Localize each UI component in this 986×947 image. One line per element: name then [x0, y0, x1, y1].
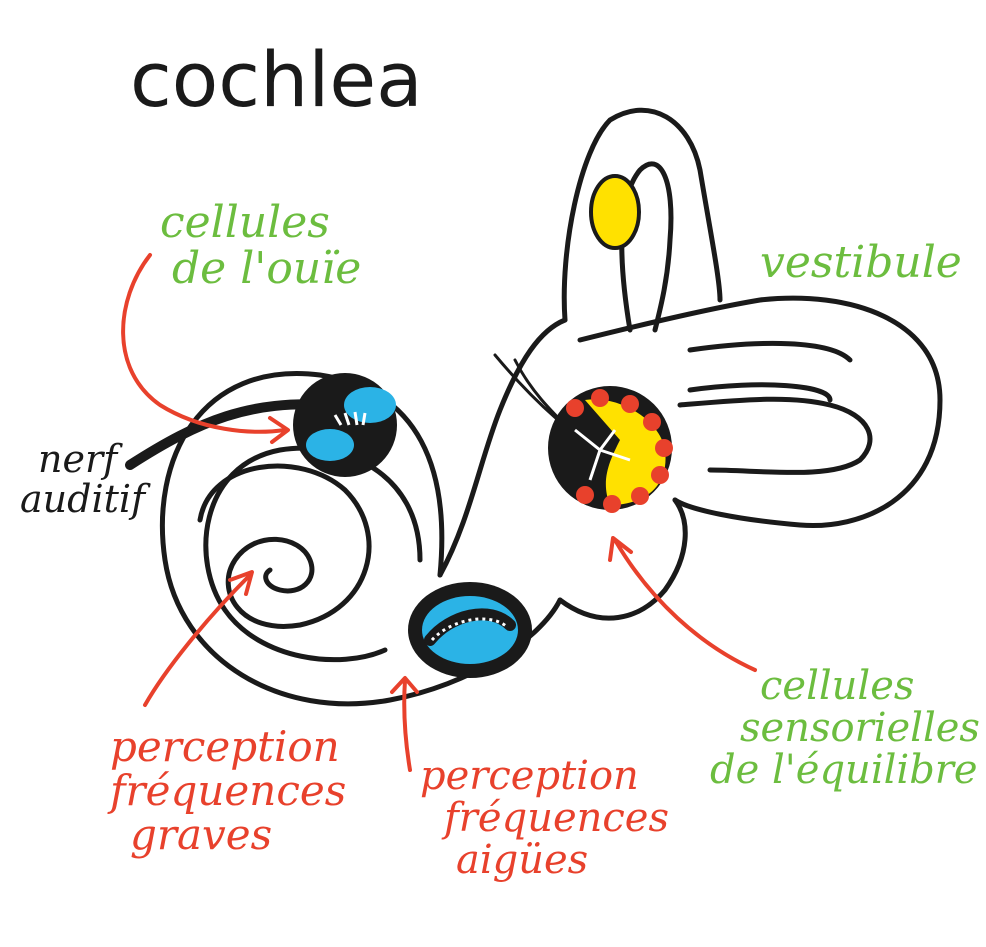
label-auditory-nerve-line1: nerf: [38, 440, 145, 480]
label-auditory-nerve-line2: auditif: [20, 480, 145, 520]
label-balance-cells-line2: sensorielles: [740, 707, 980, 749]
hearing-cells-section: [293, 373, 397, 477]
label-hearing-cells: cellules de l'ouïe: [160, 200, 361, 292]
label-balance-cells-line3: de l'équilibre: [710, 749, 980, 791]
label-vestibule: vestibule: [760, 240, 962, 286]
label-hearing-cells-line1: cellules: [160, 200, 361, 246]
label-balance-cells: cellules sensorielles de l'équilibre: [720, 665, 980, 791]
semicircular-canal-upper: [564, 110, 720, 330]
label-low-frequency: perception fréquences graves: [110, 725, 346, 857]
diagram-title: cochlea: [130, 40, 423, 120]
label-hearing-cells-line2: de l'ouïe: [172, 246, 361, 292]
arrow-to-high-frequency: [392, 678, 417, 770]
label-high-frequency-line2: fréquences: [444, 797, 669, 839]
ampulla-yellow: [591, 176, 639, 248]
label-balance-cells-line1: cellules: [760, 665, 980, 707]
label-high-frequency-line3: aigües: [456, 839, 669, 881]
label-auditory-nerve: nerf auditif: [20, 440, 145, 520]
label-low-frequency-line1: perception: [110, 725, 346, 769]
high-frequency-section: [408, 582, 532, 678]
label-high-frequency: perception fréquences aigües: [420, 755, 669, 881]
label-high-frequency-line1: perception: [420, 755, 669, 797]
label-low-frequency-line3: graves: [130, 813, 346, 857]
balance-cells-section: [548, 386, 673, 513]
label-low-frequency-line2: fréquences: [110, 769, 346, 813]
